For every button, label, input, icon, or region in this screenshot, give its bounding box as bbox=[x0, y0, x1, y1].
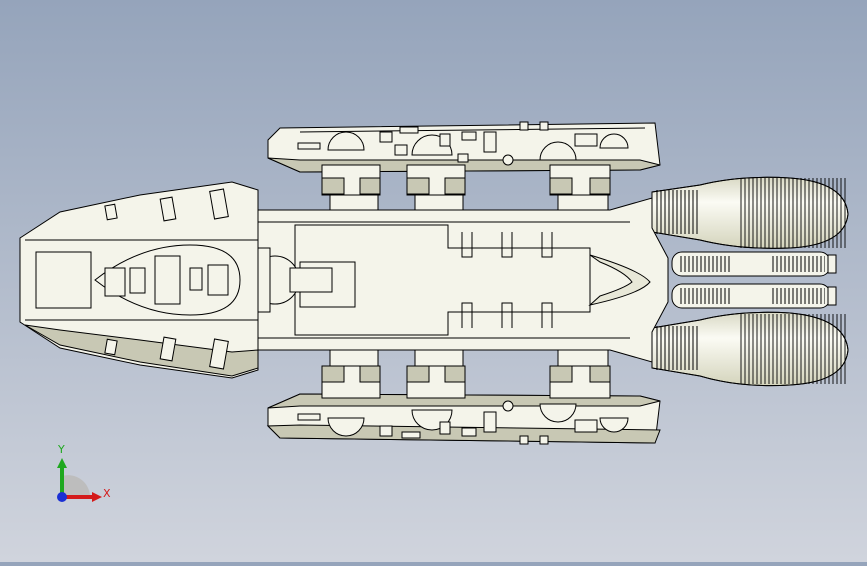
main-hull bbox=[250, 197, 669, 363]
x-axis-arrow bbox=[92, 492, 102, 502]
z-axis-dot bbox=[57, 492, 67, 502]
x-axis-label: X bbox=[103, 487, 111, 500]
top-pylons bbox=[321, 164, 611, 214]
spaceship-model bbox=[19, 121, 849, 445]
bottom-pod bbox=[266, 393, 661, 445]
head-section bbox=[19, 181, 259, 379]
y-axis-label: Y bbox=[57, 443, 65, 456]
bottom-pylons bbox=[321, 349, 611, 399]
engines bbox=[651, 176, 849, 387]
y-axis-arrow bbox=[57, 458, 67, 468]
axis-triad: Y X bbox=[57, 443, 111, 502]
top-pod bbox=[267, 121, 661, 173]
